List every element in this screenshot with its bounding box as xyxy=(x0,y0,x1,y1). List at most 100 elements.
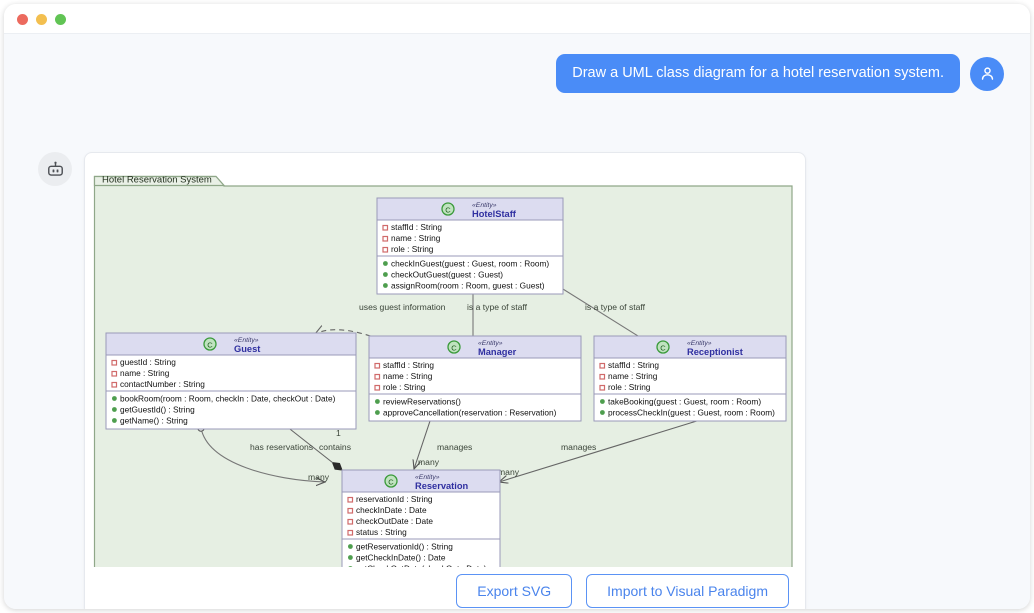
window-titlebar xyxy=(4,4,1030,34)
attribute-item: status : String xyxy=(356,527,407,537)
class-icon xyxy=(203,337,217,351)
minimize-button[interactable] xyxy=(36,14,47,25)
edge-label-manager-manages: manages xyxy=(437,442,472,452)
robot-icon xyxy=(38,152,72,186)
import-to-visual-paradigm-button[interactable]: Import to Visual Paradigm xyxy=(586,573,789,608)
method-item: bookRoom(room : Room, checkIn : Date, ch… xyxy=(120,393,336,403)
method-marker xyxy=(600,410,605,415)
attribute-list-manager: staffId : String name : String role : St… xyxy=(374,360,434,392)
class-name-reservation: Reservation xyxy=(415,481,469,491)
method-marker xyxy=(383,261,388,266)
multiplicity-manager-manages: many xyxy=(418,457,440,467)
attribute-marker xyxy=(347,529,354,536)
class-header-manager xyxy=(368,335,582,359)
close-button[interactable] xyxy=(17,14,28,25)
class-box-hotelstaff[interactable]: C «Entity» HotelStaff staffId : String n… xyxy=(376,197,564,295)
class-methods-guest xyxy=(105,390,357,430)
class-icon xyxy=(447,340,461,354)
edge-label-manager-generalization: is a type of staff xyxy=(467,302,528,312)
method-item: reviewReservations() xyxy=(383,396,461,406)
edge-has-reservations xyxy=(201,428,325,482)
class-icon xyxy=(656,340,670,354)
attribute-marker xyxy=(374,373,381,380)
attribute-marker xyxy=(382,235,389,242)
class-methods-hotelstaff xyxy=(376,255,564,295)
method-marker xyxy=(600,399,605,404)
class-box-guest[interactable]: C «Entity» Guest guestId : String name :… xyxy=(105,332,357,430)
class-icon-letter: C xyxy=(207,340,213,349)
class-methods-receptionist xyxy=(593,393,787,422)
method-item: getReservationId() : String xyxy=(356,541,453,551)
attribute-item: guestId : String xyxy=(120,357,176,367)
class-icon xyxy=(384,474,398,488)
attribute-marker xyxy=(347,496,354,503)
method-item: getGuestId() : String xyxy=(120,404,195,414)
relationship-edges xyxy=(201,264,701,482)
method-marker xyxy=(112,418,117,423)
attribute-marker xyxy=(374,384,381,391)
multiplicity-receptionist-manages: many xyxy=(498,467,520,477)
attribute-marker xyxy=(347,518,354,525)
method-list-guest: bookRoom(room : Room, checkIn : Date, ch… xyxy=(112,393,336,425)
method-item: takeBooking(guest : Guest, room : Room) xyxy=(608,396,761,406)
class-methods-reservation xyxy=(341,538,501,569)
class-box-manager[interactable]: C «Entity» Manager staffId : String name… xyxy=(368,335,582,422)
attribute-marker xyxy=(599,384,606,391)
class-icon-letter: C xyxy=(445,205,451,214)
attribute-list-reservation: reservationId : String checkInDate : Dat… xyxy=(347,494,433,537)
card-actions: Export SVG Import to Visual Paradigm xyxy=(85,567,805,609)
class-stereotype-guest: «Entity» xyxy=(234,337,259,344)
class-stereotype-hotelstaff: «Entity» xyxy=(472,202,497,209)
method-list-manager: reviewReservations() approveCancellation… xyxy=(375,396,557,417)
user-message-bubble: Draw a UML class diagram for a hotel res… xyxy=(556,54,960,94)
method-item: processCheckIn(guest : Guest, room : Roo… xyxy=(608,407,775,417)
method-marker xyxy=(112,396,117,401)
class-icon-letter: C xyxy=(388,477,394,486)
method-item: assignRoom(room : Room, guest : Guest) xyxy=(391,280,545,290)
attribute-item: reservationId : String xyxy=(356,494,433,504)
class-stereotype-manager: «Entity» xyxy=(478,340,503,347)
edge-label-receptionist-generalization: is a type of staff xyxy=(585,302,646,312)
attribute-item: role : String xyxy=(608,382,651,392)
attribute-item: name : String xyxy=(383,371,433,381)
diagram-viewport[interactable]: Hotel Reservation System xyxy=(93,164,799,569)
app-window: Draw a UML class diagram for a hotel res… xyxy=(4,4,1030,609)
class-stereotype-reservation: «Entity» xyxy=(415,474,440,481)
method-marker xyxy=(383,283,388,288)
multiplicity-contains-source: 1 xyxy=(336,428,341,438)
attribute-item: staffId : String xyxy=(391,222,442,232)
edge-uses-guest-information xyxy=(315,330,380,340)
attribute-marker xyxy=(111,370,118,377)
attribute-marker xyxy=(382,246,389,253)
class-name-guest: Guest xyxy=(234,344,260,354)
attribute-item: name : String xyxy=(120,368,170,378)
class-name-receptionist: Receptionist xyxy=(687,347,743,357)
attribute-item: role : String xyxy=(383,382,426,392)
export-svg-button[interactable]: Export SVG xyxy=(456,573,573,608)
method-marker xyxy=(383,272,388,277)
class-attributes-reservation xyxy=(341,491,501,540)
attribute-marker xyxy=(347,507,354,514)
class-stereotype-receptionist: «Entity» xyxy=(687,340,712,347)
method-item: checkInGuest(guest : Guest, room : Room) xyxy=(391,258,549,268)
attribute-list-hotelstaff: staffId : String name : String role : St… xyxy=(382,222,442,254)
attribute-item: name : String xyxy=(391,233,441,243)
edge-receptionist-manages xyxy=(499,419,701,482)
method-list-hotelstaff: checkInGuest(guest : Guest, room : Room)… xyxy=(383,258,549,290)
class-header-hotelstaff xyxy=(376,197,564,221)
edge-label-has-reservations: has reservations xyxy=(250,442,313,452)
uml-class-diagram[interactable]: Hotel Reservation System xyxy=(93,164,799,569)
class-icon-letter: C xyxy=(660,343,666,352)
class-box-reservation[interactable]: C «Entity» Reservation reservationId : S… xyxy=(341,469,501,569)
class-attributes-hotelstaff xyxy=(376,219,564,257)
attribute-list-guest: guestId : String name : String contactNu… xyxy=(111,357,205,389)
attribute-list-receptionist: staffId : String name : String role : St… xyxy=(599,360,659,392)
attribute-marker xyxy=(599,362,606,369)
maximize-button[interactable] xyxy=(55,14,66,25)
class-box-receptionist[interactable]: C «Entity» Receptionist staffId : String… xyxy=(593,335,787,422)
class-attributes-receptionist xyxy=(593,357,787,395)
window-controls xyxy=(17,14,66,25)
class-methods-manager xyxy=(368,393,582,422)
method-marker xyxy=(348,555,353,560)
method-item: getCheckInDate() : Date xyxy=(356,552,446,562)
